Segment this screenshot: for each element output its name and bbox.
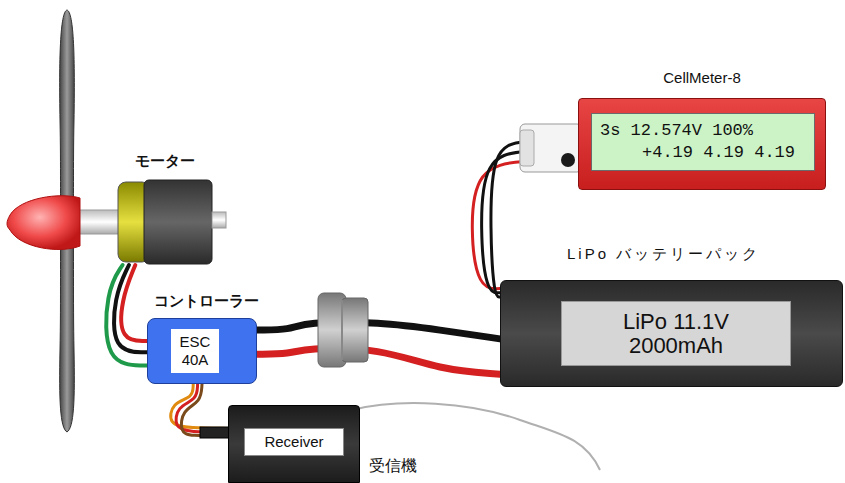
receiver-label: Receiver <box>244 428 344 456</box>
wire <box>257 322 500 339</box>
wire <box>171 384 228 428</box>
spinner <box>7 196 80 250</box>
meter-button <box>561 153 575 167</box>
part-heading: モーター <box>112 152 218 171</box>
cell-meter: CellMeter-83s 12.574V 100%+4.19 4.19 4.1… <box>578 98 826 190</box>
battery-label-panel: LiPo 11.1V 2000mAh <box>561 301 791 366</box>
controller-box: コントローラーESC 40A <box>147 318 257 384</box>
motor-can <box>144 180 212 264</box>
battery-rating: LiPo 11.1V 2000mAh <box>606 310 746 358</box>
lcd-line: 3s 12.574V 100% <box>600 120 806 142</box>
wire <box>114 265 147 352</box>
controller-label: ESC 40A <box>171 329 219 373</box>
battery-pack: LiPo バッテリーパックLiPo 11.1V 2000mAh <box>500 280 843 387</box>
balance-plug <box>520 130 534 166</box>
balance-plug <box>520 124 582 172</box>
part-heading: コントローラー <box>154 292 259 311</box>
part-heading: LiPo バッテリーパック <box>567 245 760 264</box>
wire <box>472 160 578 288</box>
lcd-line: +4.19 4.19 4.19 <box>600 142 806 164</box>
lcd-display: 3s 12.574V 100%+4.19 4.19 4.19 <box>591 113 815 171</box>
power-connector <box>342 298 368 362</box>
receiver-box: Receiver受信機 <box>228 405 360 483</box>
motor-rear-shaft <box>212 212 226 228</box>
servo-plug <box>200 427 230 438</box>
power-connector <box>318 293 346 367</box>
part-heading: 受信機 <box>369 456 417 477</box>
connector-seam <box>341 300 343 360</box>
wire <box>106 265 147 366</box>
wire <box>257 348 500 374</box>
motor-node: モーター <box>112 150 218 265</box>
part-heading: CellMeter-8 <box>579 69 825 86</box>
